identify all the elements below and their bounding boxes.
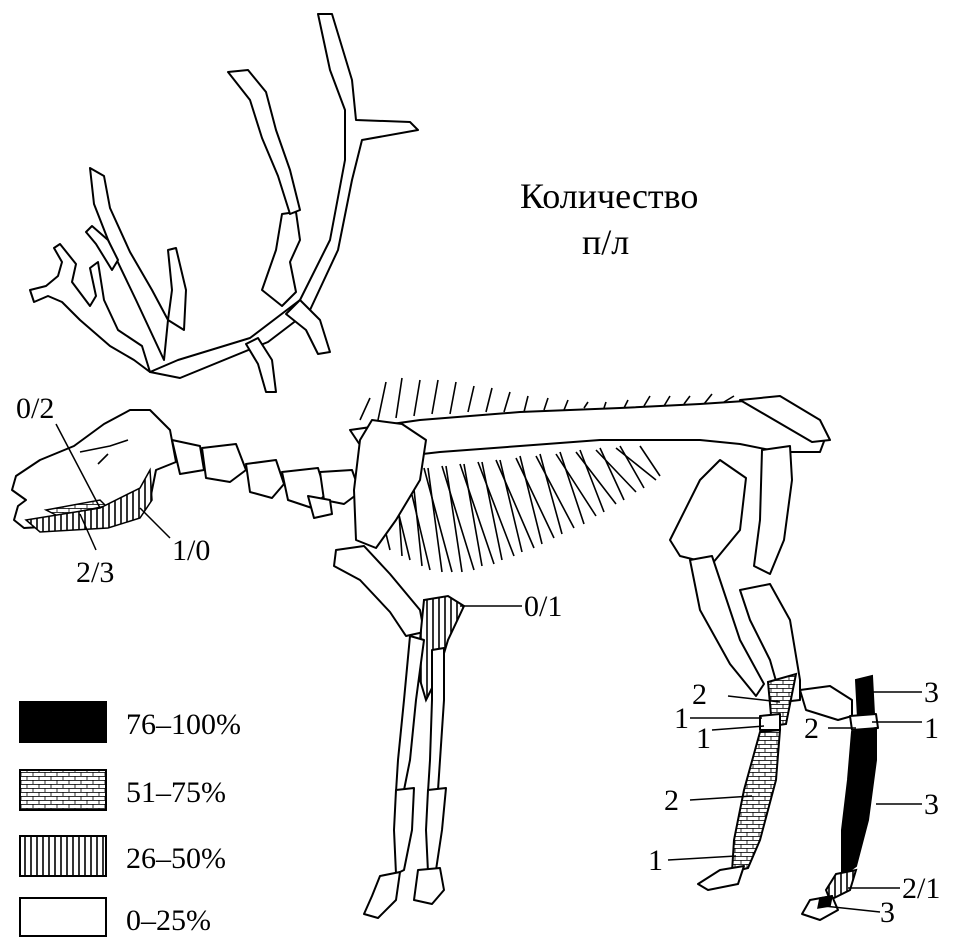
- antlers: [30, 14, 418, 392]
- label-skull: 0/2: [16, 392, 54, 425]
- label-hind-upper-left: 2: [804, 712, 819, 745]
- label-mid-bottom: 1: [648, 844, 663, 877]
- label-hind-foot-upper: 2/1: [902, 872, 940, 905]
- title-line-1: Количество: [520, 176, 698, 216]
- label-mid-top: 2: [692, 678, 707, 711]
- label-mandible: 1/0: [172, 534, 210, 567]
- label-maxilla: 2/3: [76, 556, 114, 589]
- legend-swatch-brick: [20, 770, 106, 810]
- label-hind-foot-lower: 3: [880, 896, 895, 929]
- title-line-2: п/л: [582, 222, 629, 262]
- label-hind-tibia: 3: [924, 788, 939, 821]
- legend: 76–100% 51–75% 26–50% 0–25%: [20, 702, 241, 937]
- legend-label-brick: 51–75%: [126, 776, 226, 809]
- forelimb: [334, 420, 464, 918]
- legend-label-vertical: 26–50%: [126, 842, 226, 875]
- legend-label-solid: 76–100%: [126, 708, 241, 741]
- label-mid-shaft: 2: [664, 784, 679, 817]
- label-scapula: 0/1: [524, 590, 562, 623]
- legend-swatch-empty: [20, 898, 106, 936]
- label-mid-upper-a: 1: [674, 702, 689, 735]
- legend-swatch-solid: [20, 702, 106, 742]
- neck-vertebrae: [172, 440, 360, 518]
- label-mid-upper-b: 1: [696, 722, 711, 755]
- skull: [12, 410, 176, 532]
- legend-swatch-vertical: [20, 836, 106, 876]
- label-hind-upper-right: 1: [924, 712, 939, 745]
- legend-label-empty: 0–25%: [126, 904, 211, 937]
- label-hind-femur-end: 3: [924, 676, 939, 709]
